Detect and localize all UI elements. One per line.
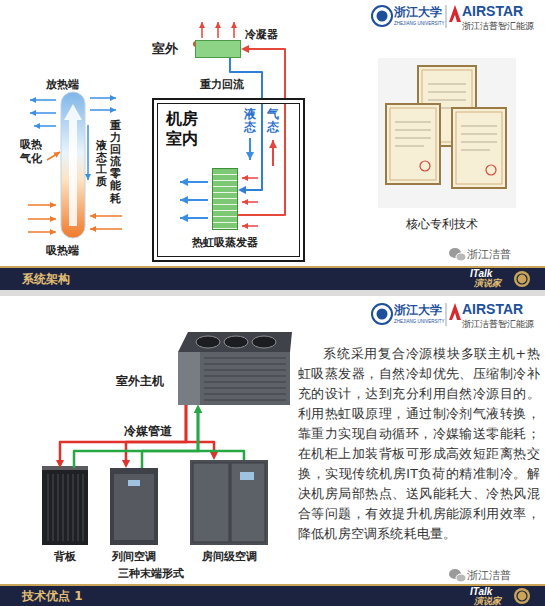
logo-text: 浙江大学 bbox=[394, 303, 442, 318]
rear-door-unit: 背板 bbox=[42, 468, 88, 545]
arrowhead bbox=[122, 460, 130, 468]
group-label: 三种末端形式 bbox=[118, 566, 184, 581]
arrowhead bbox=[194, 405, 202, 413]
arrowhead bbox=[210, 452, 218, 460]
component-label: 冷凝器 bbox=[245, 27, 278, 42]
watermark: 浙江洁普 bbox=[467, 568, 511, 583]
body-text: 系统采用复合冷源模块多联主机+热虹吸蒸发器，自然冷却优先、压缩制冷补充的设计，达… bbox=[298, 344, 540, 544]
logo-subtext: 浙江洁普智汇能源 bbox=[462, 20, 534, 33]
caption-label: 核心专利技术 bbox=[406, 216, 478, 233]
watermark: 浙江洁普 bbox=[467, 247, 511, 262]
evaporator: 热虹吸蒸发器 bbox=[212, 168, 238, 230]
component-label: 背板 bbox=[54, 549, 76, 564]
brand-text: ITalk bbox=[470, 586, 492, 597]
room-title: 机房 室内 bbox=[166, 109, 200, 149]
pipe-label: 冷媒管道 bbox=[124, 423, 172, 440]
patent-certificates bbox=[378, 58, 516, 208]
room-enclosure: 机房 室内热虹吸蒸发器 bbox=[152, 98, 305, 262]
section-title: 技术优点 1 bbox=[22, 589, 83, 603]
connector bbox=[122, 405, 186, 468]
condenser: 冷凝器 bbox=[195, 40, 241, 58]
vertical-label: 重力回流零能耗 bbox=[110, 120, 121, 205]
brand-text: ITalk bbox=[470, 268, 492, 279]
vertical-label: 液态工质 bbox=[96, 140, 107, 188]
footer-band: 系统架构 ITalk演说家 bbox=[0, 268, 545, 290]
component-label: 列间空调 bbox=[112, 549, 156, 564]
component-label: 室外主机 bbox=[116, 373, 164, 390]
edge-label: 液态 bbox=[244, 108, 256, 134]
heat-pipe-illustration bbox=[28, 92, 122, 238]
connector bbox=[194, 405, 244, 460]
brand-text: 演说家 bbox=[474, 278, 501, 288]
component-label: 热虹吸蒸发器 bbox=[192, 235, 258, 250]
wechat-icon bbox=[449, 569, 466, 582]
logo-text: AIRSTAR bbox=[462, 3, 523, 19]
logo-mark bbox=[372, 5, 461, 28]
pipe-line bbox=[74, 411, 198, 468]
arrowhead bbox=[194, 405, 202, 413]
pipe-line bbox=[142, 411, 198, 468]
room-unit: 房间级空调 bbox=[190, 460, 268, 545]
logo-subtext: ZHEJIANG UNIVERSITY bbox=[394, 21, 445, 26]
footer-band: 技术优点 1 ITalk演说家 bbox=[0, 586, 545, 606]
pipe-line bbox=[238, 49, 285, 215]
arrowhead bbox=[238, 186, 246, 194]
logo-subtext: ZHEJIANG UNIVERSITY bbox=[394, 319, 445, 324]
edge-label: 气态 bbox=[267, 108, 279, 134]
connector bbox=[238, 45, 285, 215]
logo-text: AIRSTAR bbox=[462, 301, 523, 317]
footer-bar bbox=[0, 584, 545, 606]
logo-mark bbox=[372, 303, 461, 326]
wechat-icon bbox=[449, 248, 466, 261]
arrowhead bbox=[194, 405, 202, 413]
region-label: 室外 bbox=[152, 40, 178, 58]
part-label: 吸热端 bbox=[46, 243, 79, 258]
pipe-line bbox=[198, 411, 244, 460]
connector bbox=[74, 405, 202, 468]
pipe-line bbox=[186, 405, 214, 454]
part-label: 吸热 气化 bbox=[20, 138, 44, 166]
arrowhead bbox=[56, 460, 64, 468]
arrowhead bbox=[241, 45, 249, 53]
outdoor-unit-illustration bbox=[178, 332, 292, 405]
logo-text: 浙江大学 bbox=[394, 5, 442, 20]
section-title: 系统架构 bbox=[22, 272, 70, 286]
part-label: 放热端 bbox=[46, 77, 79, 92]
terminal-units-illustration bbox=[42, 460, 268, 545]
inrow-unit: 列间空调 bbox=[110, 468, 158, 545]
brand-text: 演说家 bbox=[474, 596, 501, 606]
outdoor-unit: 室外主机 bbox=[178, 330, 290, 405]
footer-bar bbox=[0, 266, 545, 296]
component-label: 房间级空调 bbox=[202, 549, 257, 564]
logo-subtext: 浙江洁普智汇能源 bbox=[462, 318, 534, 331]
connector bbox=[56, 405, 186, 468]
pipe-line bbox=[60, 405, 186, 462]
flow-label: 重力回流 bbox=[200, 77, 244, 92]
